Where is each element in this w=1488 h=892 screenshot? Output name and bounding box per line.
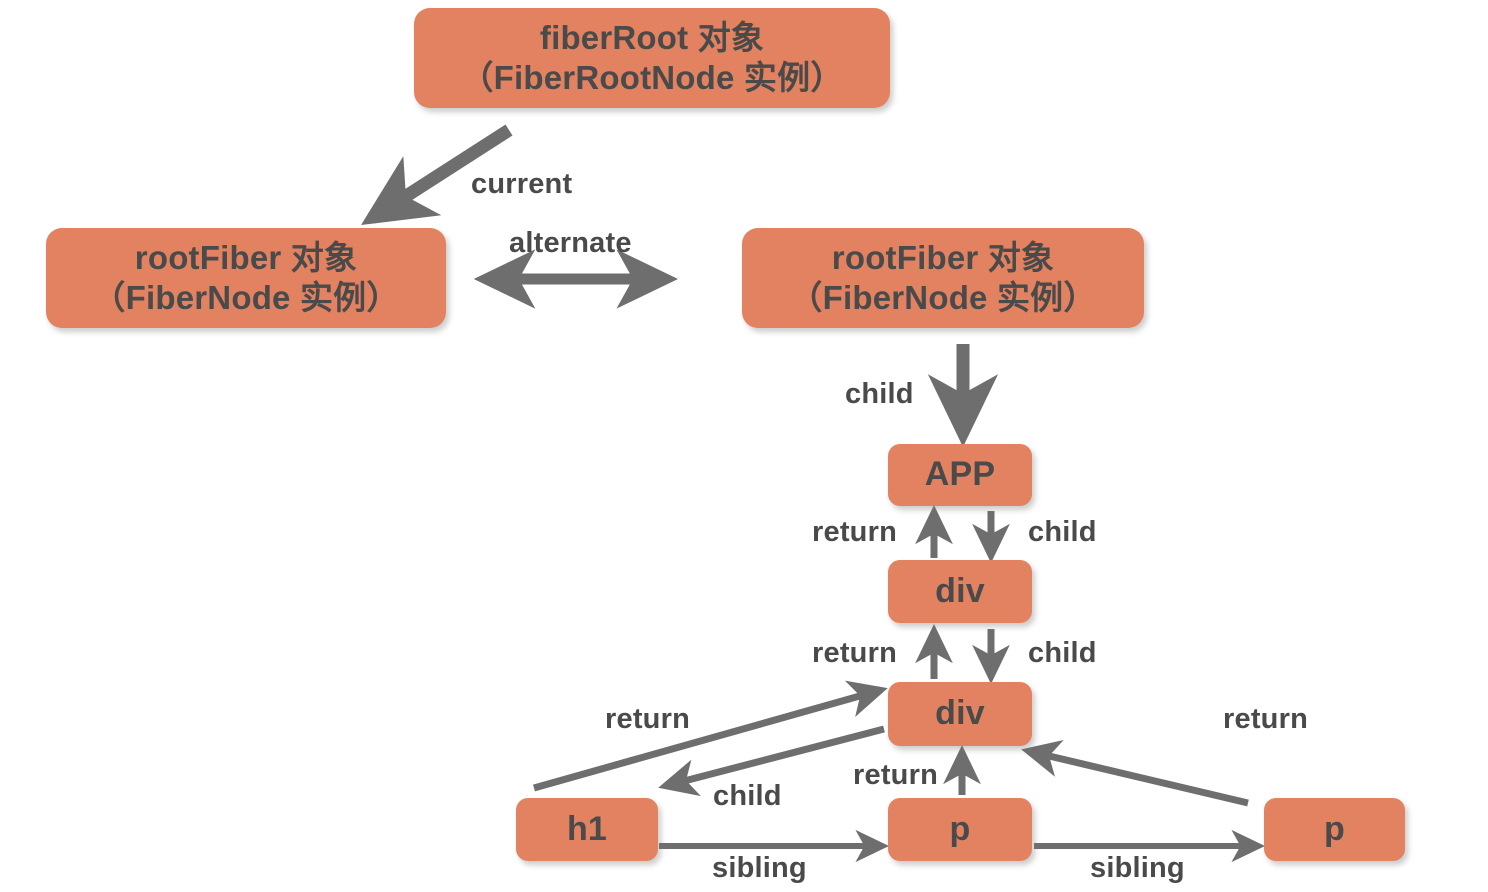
label-sibling-h1-p1: sibling bbox=[712, 852, 807, 884]
node-rootfiber-workinprogress[interactable]: rootFiber 对象 （FiberNode 实例） bbox=[742, 228, 1144, 328]
label-child-div2-h1: child bbox=[713, 780, 782, 812]
node-div-2[interactable]: div bbox=[888, 682, 1032, 746]
label-child-root-app: child bbox=[845, 378, 914, 410]
label-return-p1-div2: return bbox=[853, 759, 938, 791]
label-return-app-div1: return bbox=[812, 516, 897, 548]
label-child-app-div1: child bbox=[1028, 516, 1097, 548]
label-return-div1-div2: return bbox=[812, 637, 897, 669]
label-child-div1-div2: child bbox=[1028, 637, 1097, 669]
node-div-1[interactable]: div bbox=[888, 560, 1032, 623]
node-fiberroot[interactable]: fiberRoot 对象 （FiberRootNode 实例） bbox=[414, 8, 890, 108]
node-app[interactable]: APP bbox=[888, 444, 1032, 506]
label-return-h1-div2: return bbox=[605, 703, 690, 735]
node-p-2[interactable]: p bbox=[1264, 798, 1405, 861]
label-return-p2-div2: return bbox=[1223, 703, 1308, 735]
edge-return-h1-div2 bbox=[533, 680, 888, 792]
node-rootfiber-current[interactable]: rootFiber 对象 （FiberNode 实例） bbox=[46, 228, 446, 328]
edge-child-div2-h1 bbox=[658, 725, 885, 797]
node-p-1[interactable]: p bbox=[888, 798, 1032, 861]
node-h1[interactable]: h1 bbox=[516, 798, 658, 861]
label-current: current bbox=[471, 168, 573, 200]
label-alternate: alternate bbox=[509, 227, 632, 259]
edge-return-p2-div2 bbox=[1021, 740, 1249, 807]
label-sibling-p1-p2: sibling bbox=[1090, 852, 1185, 884]
